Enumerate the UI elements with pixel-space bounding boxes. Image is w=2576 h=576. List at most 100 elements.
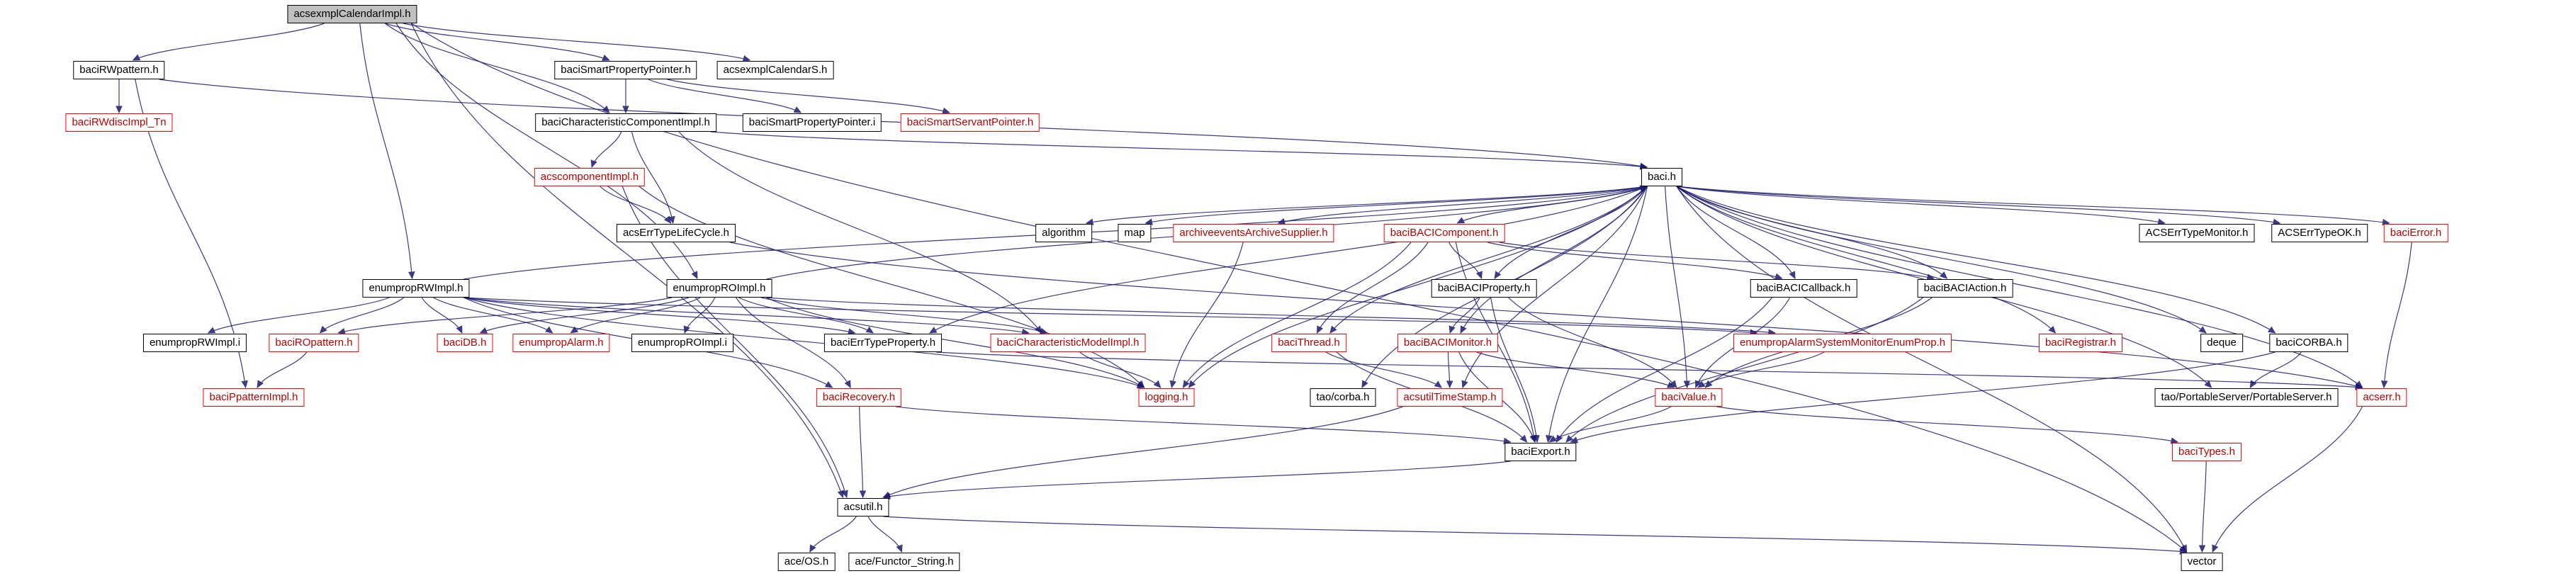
node-acsutil-time-stamp-h[interactable]: acsutilTimeStamp.h: [1397, 388, 1503, 407]
include-edge: [1570, 351, 2276, 444]
node-baci-characteristic-component-impl-h[interactable]: baciCharacteristicComponentImpl.h: [535, 113, 716, 132]
include-edge: [766, 297, 1145, 388]
include-edge: [403, 23, 751, 62]
node-tao-portable-server-h[interactable]: tao/PortableServer/PortableServer.h: [2154, 388, 2339, 407]
node-acsexmpl-calendar-impl-h: acsexmplCalendarImpl.h: [287, 5, 417, 23]
node-baci-rw-disc-impl-tn[interactable]: baciRWdiscImpl_Tn: [65, 113, 173, 132]
include-edge: [463, 297, 1758, 337]
include-edge: [1676, 186, 2207, 334]
include-edge: [433, 297, 553, 334]
node-baci-smart-property-pointer-i[interactable]: baciSmartPropertyPointer.i: [742, 113, 882, 132]
node-baci-baci-action-h[interactable]: baciBACIAction.h: [1917, 279, 2013, 298]
node-enumprop-alarm-h[interactable]: enumpropAlarm.h: [512, 334, 610, 352]
node-acsexmpl-calendar-s-h[interactable]: acsexmplCalendarS.h: [716, 61, 834, 79]
node-baci-smart-servant-pointer-h[interactable]: baciSmartServantPointer.h: [900, 113, 1040, 132]
include-edge: [867, 516, 903, 553]
node-baci-thread-h[interactable]: baciThread.h: [1271, 334, 1346, 352]
node-acs-err-type-monitor-h[interactable]: ACSErrTypeMonitor.h: [2139, 224, 2255, 242]
include-edge: [1476, 351, 1675, 388]
include-edge: [257, 351, 308, 389]
include-edge: [570, 297, 701, 334]
include-edge: [463, 297, 1030, 336]
include-edge: [882, 406, 1403, 498]
include-edge: [809, 516, 857, 553]
node-baci-smart-property-pointer-h[interactable]: baciSmartPropertyPointer.h: [554, 61, 697, 79]
include-edge: [359, 23, 415, 280]
include-edge: [1169, 242, 1244, 389]
include-edge: [1676, 186, 2166, 225]
node-baci-value-h[interactable]: baciValue.h: [1655, 388, 1723, 407]
node-enumprop-ro-impl-i[interactable]: enumpropROImpl.i: [631, 334, 733, 352]
node-baci-types-h[interactable]: baciTypes.h: [2171, 443, 2242, 461]
include-edge: [1548, 406, 1672, 443]
include-edge: [1085, 186, 1648, 225]
include-edge: [590, 131, 622, 169]
node-baci-ppattern-impl-h[interactable]: baciPpatternImpl.h: [203, 388, 305, 407]
include-edge: [883, 516, 2188, 555]
include-edge: [1676, 186, 2188, 553]
node-acsutil-h[interactable]: acsutil.h: [837, 498, 889, 516]
include-edge: [132, 23, 325, 61]
node-baci-baci-property-h[interactable]: baciBACIProperty.h: [1431, 279, 1537, 298]
node-deque[interactable]: deque: [2200, 334, 2243, 352]
node-baci-recovery-h[interactable]: baciRecovery.h: [816, 388, 902, 407]
node-enumprop-alarm-system-monitor-enum-prop-h[interactable]: enumpropAlarmSystemMonitorEnumProp.h: [1733, 334, 1952, 352]
include-edge: [1329, 186, 1648, 334]
node-acscomponent-impl-h[interactable]: acscomponentImpl.h: [534, 168, 646, 186]
include-edge: [1188, 186, 1648, 388]
node-baci-error-h[interactable]: baciError.h: [2383, 224, 2448, 242]
node-baci-registrar-h[interactable]: baciRegistrar.h: [2038, 334, 2123, 352]
node-baci-export-h[interactable]: baciExport.h: [1504, 443, 1577, 461]
node-baci-corba-h[interactable]: baciCORBA.h: [2269, 334, 2349, 352]
include-edge: [859, 406, 867, 499]
include-edge: [738, 297, 874, 334]
node-acserr-h[interactable]: acserr.h: [2356, 388, 2407, 407]
include-edge: [207, 297, 390, 334]
include-edge: [766, 297, 1777, 336]
node-baci-db-h[interactable]: baciDB.h: [437, 334, 493, 352]
include-edge: [1079, 351, 1162, 388]
include-edge: [1676, 186, 2281, 226]
include-edge: [1325, 351, 1443, 388]
node-baci-baci-component-h[interactable]: baciBACIComponent.h: [1383, 224, 1505, 242]
node-acs-err-type-ok-h[interactable]: ACSErrTypeOK.h: [2271, 224, 2368, 242]
include-edge: [648, 79, 802, 113]
include-edge: [631, 131, 675, 225]
include-edge: [1565, 297, 1923, 443]
include-edge: [1182, 242, 1412, 389]
include-edge: [1676, 186, 2057, 334]
node-baci-characteristic-model-impl-h[interactable]: baciCharacteristicModelImpl.h: [990, 334, 1146, 352]
node-algorithm[interactable]: algorithm: [1035, 224, 1092, 242]
include-edge: [1665, 186, 1691, 389]
include-edge: [1461, 186, 1648, 389]
node-baci-baci-callback-h[interactable]: baciBACICallback.h: [1750, 279, 1857, 298]
node-tao-corba-h[interactable]: tao/corba.h: [1310, 388, 1376, 407]
include-edge: [2249, 351, 2302, 389]
include-edge: [729, 242, 2363, 390]
include-edge: [2198, 461, 2207, 553]
include-edge: [384, 23, 610, 113]
node-map[interactable]: map: [1118, 224, 1152, 242]
include-edge: [421, 297, 463, 334]
node-enumprop-rw-impl-h[interactable]: enumpropRWImpl.h: [362, 279, 470, 298]
node-ace-os-h[interactable]: ace/OS.h: [777, 553, 836, 571]
include-edge: [1676, 186, 2390, 226]
node-enumprop-rw-impl-i[interactable]: enumpropRWImpl.i: [142, 334, 247, 352]
node-archiveevents-archive-supplier-h[interactable]: archiveeventsArchiveSupplier.h: [1173, 224, 1334, 242]
node-baci-baci-monitor-h[interactable]: baciBACIMonitor.h: [1397, 334, 1499, 352]
include-edge: [385, 23, 610, 61]
node-logging-h[interactable]: logging.h: [1138, 388, 1195, 407]
node-baci-rw-pattern-h[interactable]: baciRWpattern.h: [73, 61, 165, 79]
node-baci-h[interactable]: baci.h: [1641, 168, 1683, 186]
include-edge: [683, 297, 716, 334]
node-vector[interactable]: vector: [2181, 553, 2223, 571]
include-edge: [639, 186, 1145, 388]
node-baci-ro-pattern-h[interactable]: baciROpattern.h: [269, 334, 359, 352]
node-baci-err-type-property-h[interactable]: baciErrTypeProperty.h: [823, 334, 943, 352]
include-edge: [2380, 242, 2412, 389]
node-ace-functor-string-h[interactable]: ace/Functor_String.h: [848, 553, 960, 571]
include-edge: [1494, 186, 1648, 280]
node-enumprop-ro-impl-h[interactable]: enumpropROImpl.h: [666, 279, 772, 298]
node-acs-err-type-life-cycle-h[interactable]: acsErrTypeLifeCycle.h: [616, 224, 736, 242]
